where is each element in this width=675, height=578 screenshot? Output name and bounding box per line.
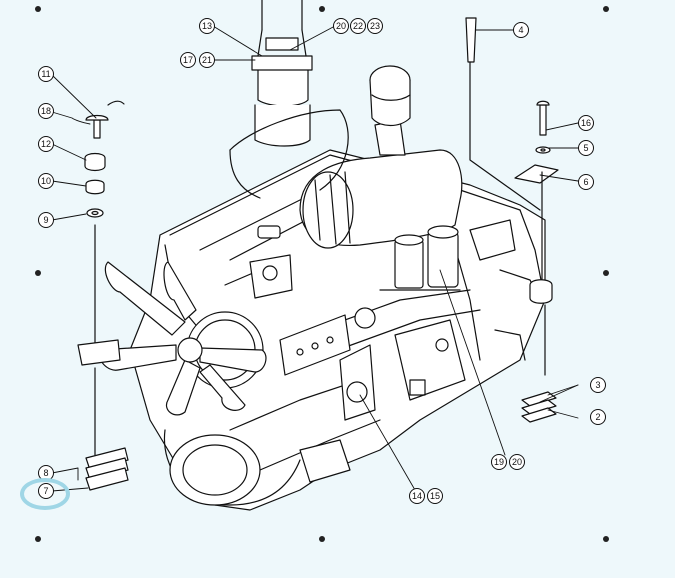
callout-23[interactable]: 23 [367,18,383,34]
callout-12[interactable]: 12 [38,136,54,152]
handle-bottom-left[interactable] [35,536,41,542]
fuel-filter [379,225,461,291]
handle-top-right[interactable] [603,6,609,12]
oil-pan [163,429,351,506]
callout-21[interactable]: 21 [199,52,215,68]
right-hardware [465,17,559,423]
callout-18[interactable]: 18 [38,103,54,119]
callout-20-top[interactable]: 20 [333,18,349,34]
callout-10[interactable]: 10 [38,173,54,189]
callout-9[interactable]: 9 [38,212,54,228]
handle-middle-left[interactable] [35,270,41,276]
callout-2[interactable]: 2 [590,409,606,425]
fan [98,261,267,416]
callout-4[interactable]: 4 [513,22,529,38]
left-hardware [77,100,129,491]
callout-14[interactable]: 14 [409,488,425,504]
handle-top-center[interactable] [319,6,325,12]
air-cleaner [299,65,463,249]
callout-5[interactable]: 5 [578,140,594,156]
callout-20-bottom[interactable]: 20 [509,454,525,470]
injection-pump [249,225,351,376]
oil-filter [339,307,466,421]
callout-3[interactable]: 3 [590,377,606,393]
callout-11[interactable]: 11 [38,66,54,82]
callout-17[interactable]: 17 [180,52,196,68]
handle-bottom-right[interactable] [603,536,609,542]
handle-top-left[interactable] [35,6,41,12]
callout-8[interactable]: 8 [38,465,54,481]
callout-13[interactable]: 13 [199,18,215,34]
callout-6[interactable]: 6 [578,174,594,190]
callout-15[interactable]: 15 [427,488,443,504]
callout-19[interactable]: 19 [491,454,507,470]
callout-22[interactable]: 22 [350,18,366,34]
exhaust-pipe [229,0,349,199]
callout-16[interactable]: 16 [578,115,594,131]
handle-bottom-center[interactable] [319,536,325,542]
selection-highlight[interactable] [20,478,70,510]
handle-middle-right[interactable] [603,270,609,276]
